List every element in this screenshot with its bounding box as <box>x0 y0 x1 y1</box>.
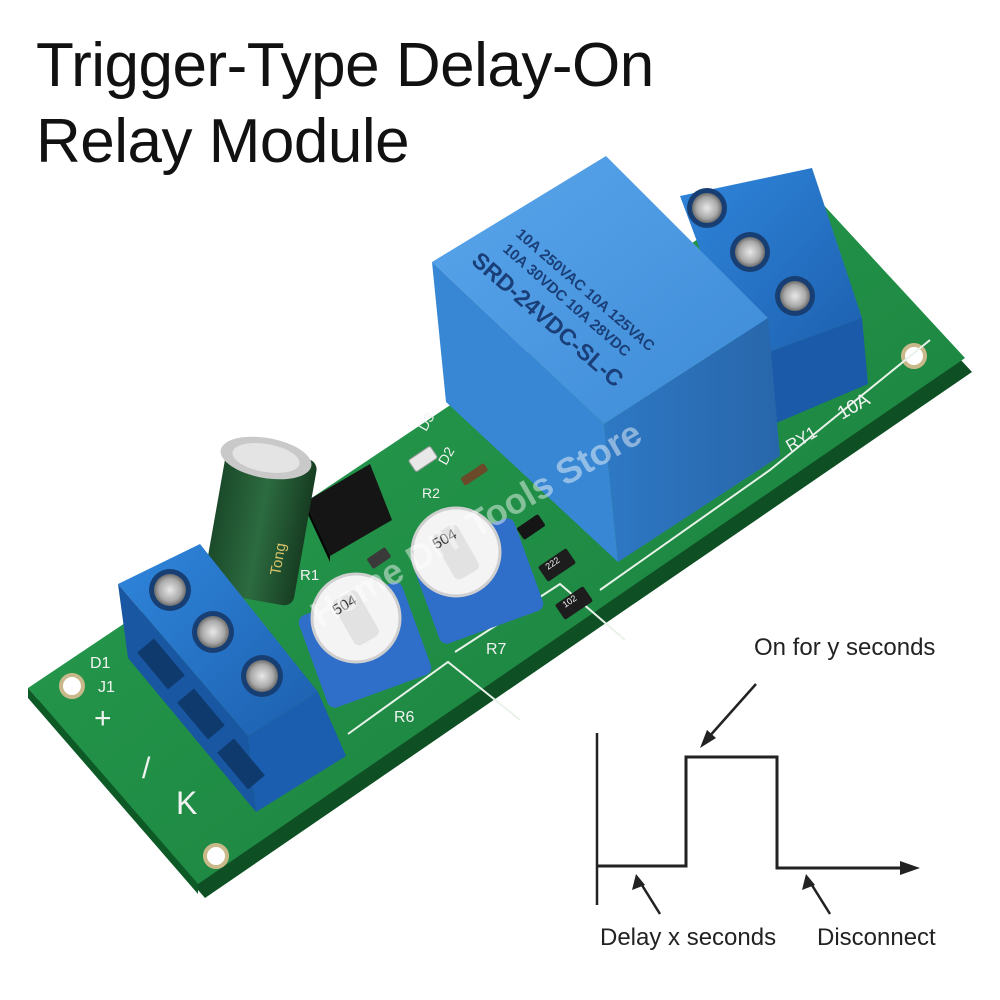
pcb-label-r2: R2 <box>422 485 440 501</box>
label-delay: Delay x seconds <box>600 924 777 951</box>
signal-waveform <box>597 755 900 870</box>
pcb-label-plus: + <box>94 702 112 735</box>
label-disconnect: Disconnect <box>817 924 936 951</box>
label-on-duration: On for y seconds <box>754 634 936 661</box>
pcb-label-d2: D2 <box>435 444 458 468</box>
pcb-label-minus: / <box>142 752 151 785</box>
potentiometer-left: 504 <box>298 572 432 708</box>
timing-diagram <box>595 683 920 915</box>
axis-arrow-head <box>900 861 920 875</box>
pcb-label-d1: D1 <box>90 655 111 672</box>
page-title: Trigger-Type Delay-On Relay Module <box>36 28 796 180</box>
title-line-2: Relay Module <box>36 107 410 176</box>
pcb-label-k: K <box>176 785 197 821</box>
ic-chip <box>305 464 392 562</box>
pcb-label-r7: R7 <box>486 641 507 658</box>
relay: 10A 250VAC 10A 125VAC 10A 30VDC 10A 28VD… <box>432 156 780 562</box>
terminal-block-left <box>118 544 346 812</box>
pcb-label-r1: R1 <box>300 567 319 584</box>
arrow-delay <box>638 881 662 915</box>
capacitor: Tong <box>203 436 317 606</box>
arrow-on <box>707 683 757 739</box>
pcb-label-r6: R6 <box>394 709 415 726</box>
arrow-disconnect <box>808 881 832 915</box>
title-line-1: Trigger-Type Delay-On <box>36 31 654 100</box>
pcb-label-d3: D3 <box>415 410 438 434</box>
capacitor-label: Tong <box>267 542 289 577</box>
pcb-label-j1: J1 <box>98 679 115 696</box>
potentiometer-right: 504 <box>410 506 544 644</box>
